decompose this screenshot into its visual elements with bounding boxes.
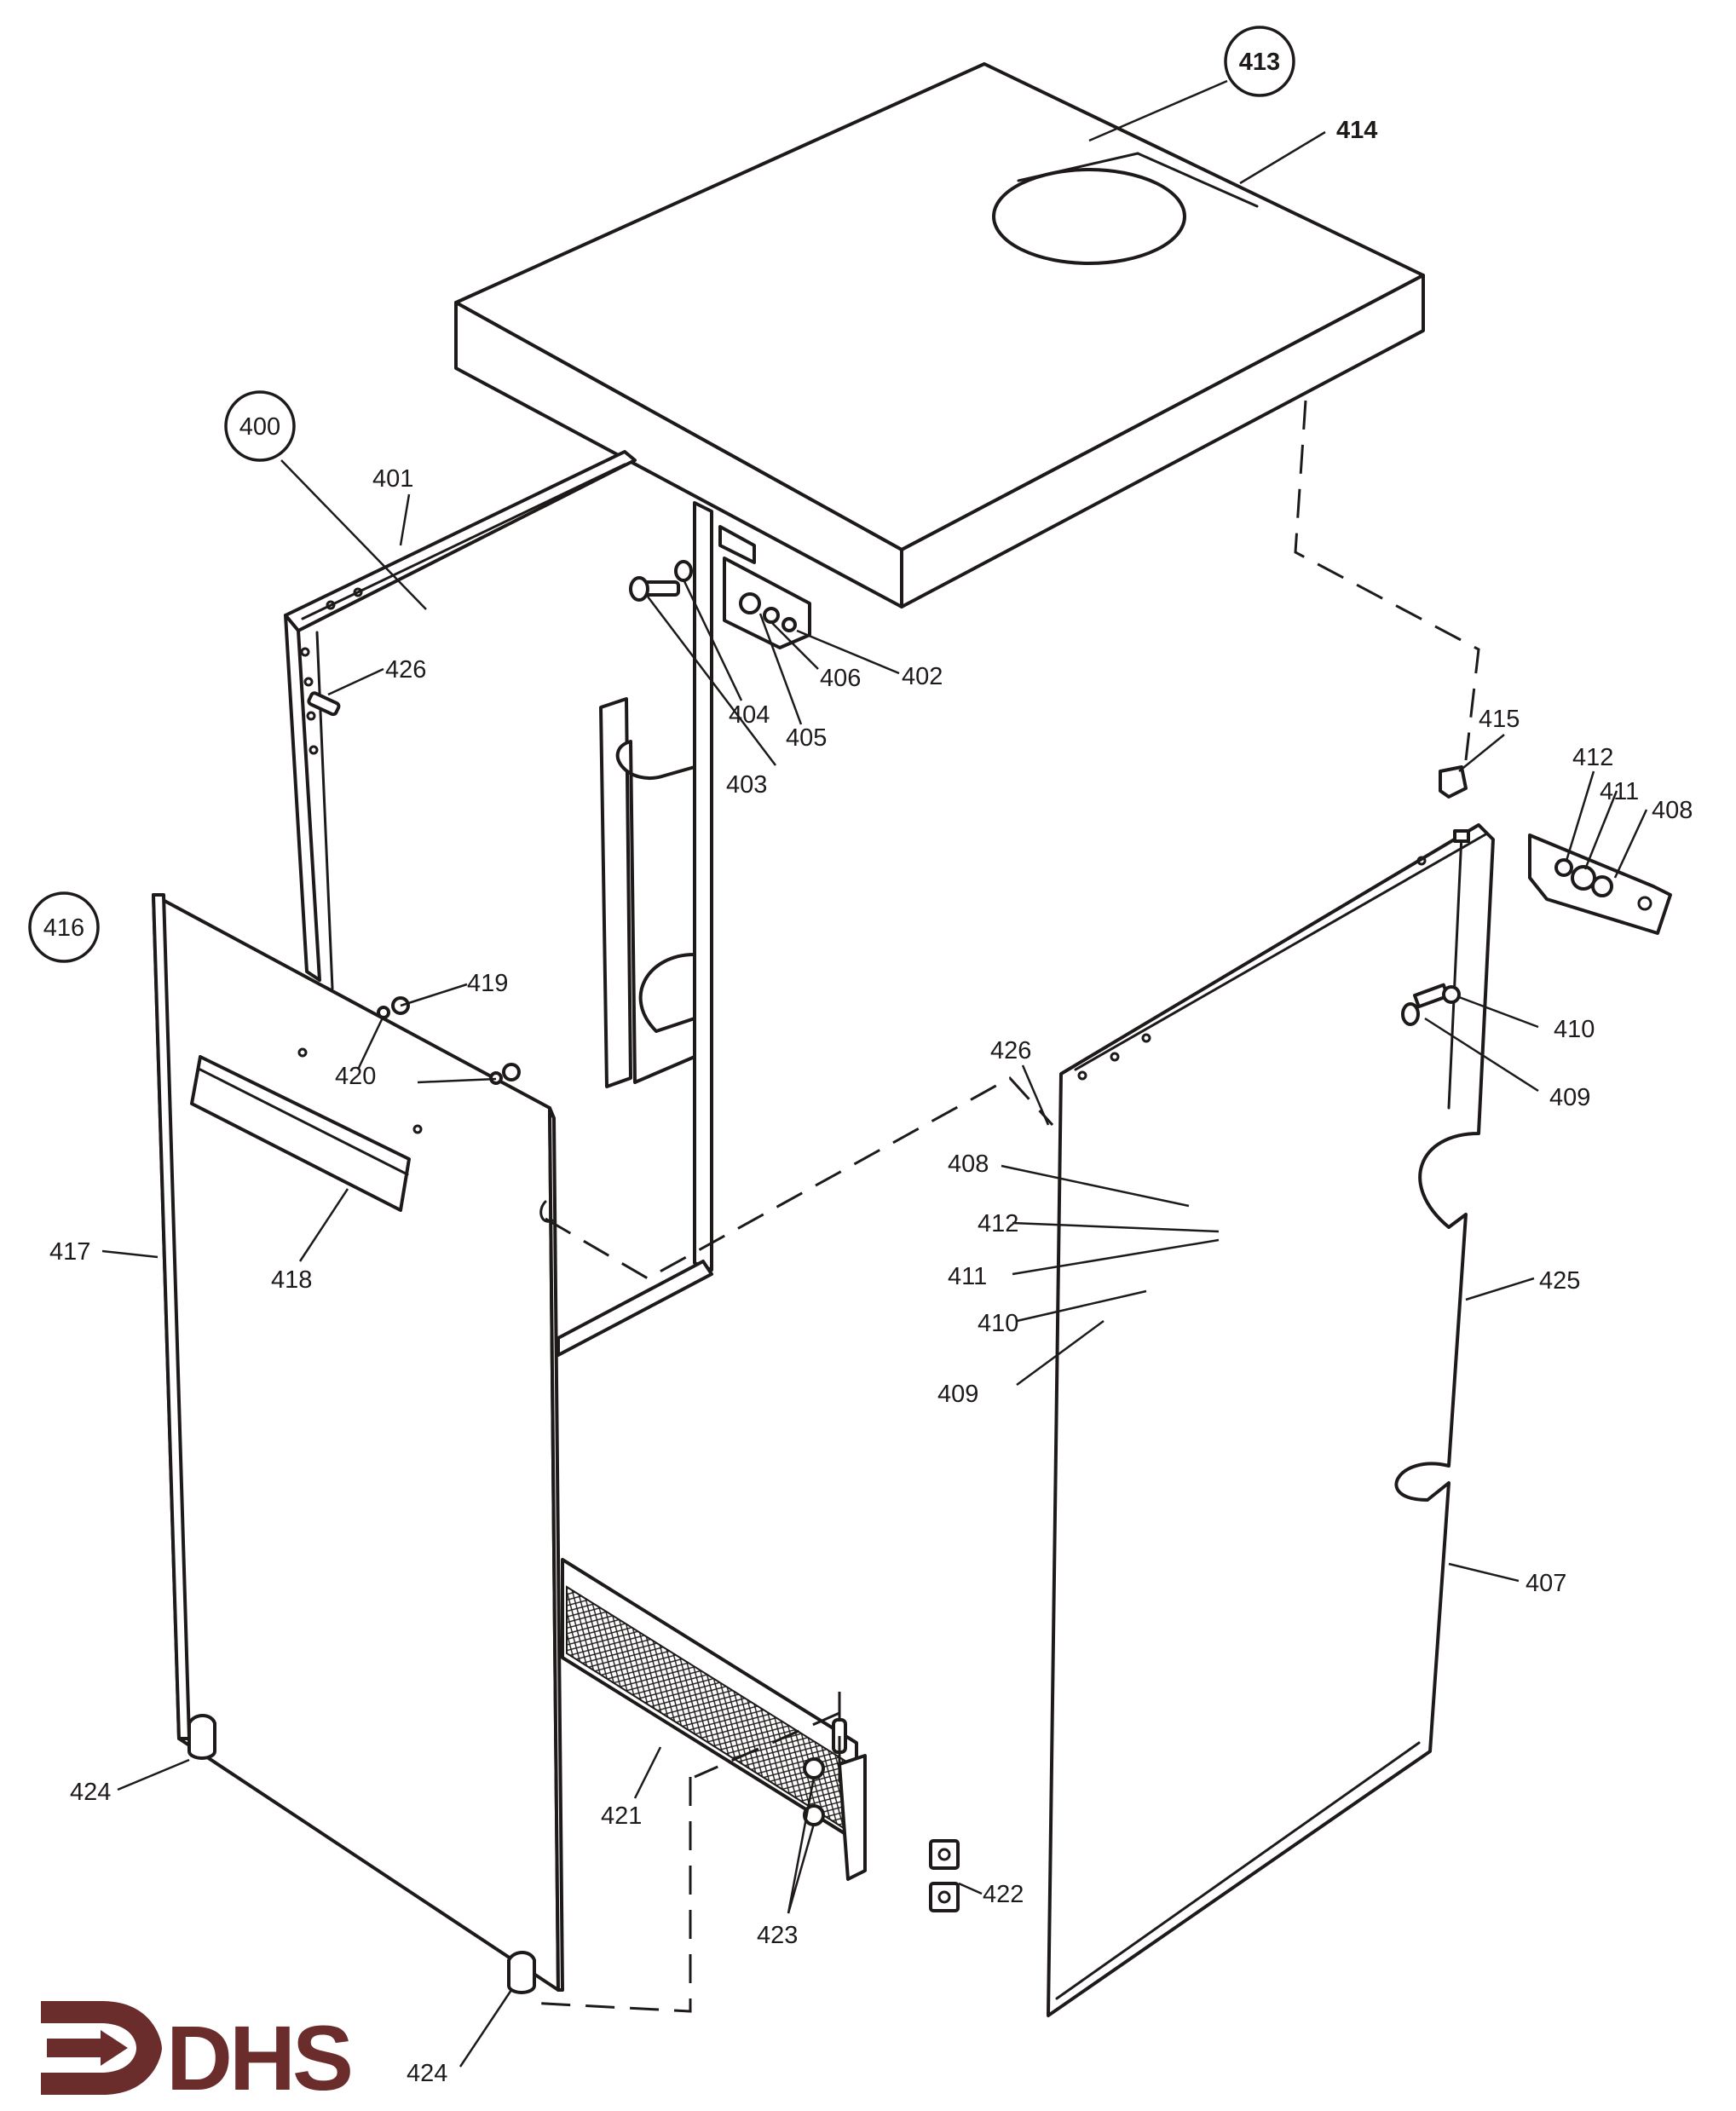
- label-411-left: 411: [948, 1263, 987, 1290]
- bolt-403: [629, 560, 693, 602]
- nuts-419-420: [377, 996, 521, 1085]
- handle: [190, 1055, 411, 1212]
- label-421: 421: [601, 1802, 642, 1830]
- screw-409-410: [1401, 983, 1461, 1026]
- label-403: 403: [726, 771, 767, 799]
- label-409-right: 409: [1549, 1084, 1590, 1111]
- callout-400-label: 400: [239, 413, 280, 441]
- callout-416-label: 416: [43, 914, 84, 942]
- flue-opening: [992, 168, 1186, 265]
- stud-426: [307, 691, 341, 717]
- callout-413: 413: [1224, 26, 1295, 97]
- label-409-left: 409: [937, 1381, 978, 1408]
- front-grille: [561, 1558, 867, 1881]
- clips-422: [929, 1839, 960, 1912]
- label-401: 401: [372, 465, 413, 493]
- clip-415: [1439, 765, 1468, 799]
- left-side-panel: [152, 893, 564, 1992]
- label-414: 414: [1336, 117, 1377, 144]
- label-412-left: 412: [978, 1210, 1018, 1237]
- label-418: 418: [271, 1266, 312, 1294]
- label-419: 419: [467, 970, 508, 997]
- label-415: 415: [1479, 706, 1520, 733]
- hinge-bracket-402: [718, 525, 811, 649]
- label-417: 417: [49, 1238, 90, 1266]
- callout-400: 400: [224, 390, 296, 462]
- rear-frame: [284, 450, 713, 1357]
- dhs-logo: DHS: [41, 2001, 354, 2109]
- top-cover: [454, 62, 1425, 608]
- label-426-left: 426: [385, 656, 426, 683]
- label-408-right: 408: [1652, 797, 1693, 824]
- label-422: 422: [983, 1881, 1024, 1908]
- label-426-right: 426: [990, 1037, 1031, 1064]
- label-411-right: 411: [1600, 778, 1639, 805]
- hinge-bracket-408: [1528, 833, 1672, 935]
- label-410-right: 410: [1554, 1016, 1595, 1043]
- label-404: 404: [729, 701, 770, 729]
- right-side-panel: [1047, 823, 1495, 2017]
- label-406: 406: [820, 665, 861, 692]
- label-402: 402: [902, 663, 943, 690]
- leader-lines: [101, 79, 1648, 2068]
- label-424-lower: 424: [407, 2060, 447, 2087]
- logo-text: DHS: [166, 2006, 350, 2109]
- label-405: 405: [786, 724, 827, 752]
- centre-channel: [599, 697, 696, 1088]
- label-412-right: 412: [1572, 744, 1613, 771]
- label-408-left: 408: [948, 1151, 989, 1178]
- label-425: 425: [1539, 1267, 1580, 1295]
- callout-416: 416: [28, 891, 100, 963]
- feet-424: [187, 1714, 536, 1994]
- label-424-upper: 424: [70, 1779, 111, 1806]
- callout-413-label: 413: [1239, 49, 1280, 76]
- label-420: 420: [335, 1063, 376, 1090]
- label-407: 407: [1525, 1570, 1566, 1597]
- label-423: 423: [757, 1922, 798, 1949]
- label-410-left: 410: [978, 1310, 1018, 1337]
